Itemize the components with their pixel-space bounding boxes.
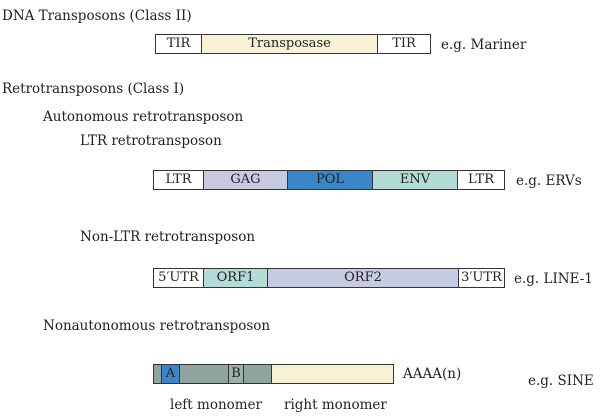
autonomous-heading: Autonomous retrotransposon: [43, 109, 244, 125]
left-monomer-tail-segment: [244, 365, 272, 383]
gag-segment: GAG: [204, 171, 288, 189]
sine-example: e.g. SINE: [528, 373, 594, 389]
tir-left-segment: TIR: [156, 35, 202, 53]
ltr-right-segment: LTR: [458, 171, 504, 189]
orf2-segment: ORF2: [268, 269, 459, 287]
ltr-left-segment: LTR: [154, 171, 204, 189]
tir-right-segment: TIR: [378, 35, 430, 53]
utr5-segment: 5′UTR: [154, 269, 204, 287]
ltr-retrotransposon-bar: LTR GAG POL ENV LTR: [153, 170, 505, 190]
retrotransposons-heading: Retrotransposons (Class I): [2, 81, 185, 97]
non-ltr-retrotransposon-bar: 5′UTR ORF1 ORF2 3′UTR: [153, 268, 505, 288]
utr3-segment: 3′UTR: [459, 269, 504, 287]
poly-a-tail-label: AAAA(n): [403, 366, 462, 382]
left-monomer-label: left monomer: [170, 397, 263, 413]
env-segment: ENV: [373, 171, 458, 189]
right-monomer-label: right monomer: [284, 397, 387, 413]
a-box-segment: A: [162, 365, 180, 383]
b-box-segment: B: [229, 365, 244, 383]
mariner-example: e.g. Mariner: [441, 37, 527, 53]
sine-left-edge-segment: [154, 365, 162, 383]
dna-transposons-heading: DNA Transposons (Class II): [2, 8, 192, 24]
orf1-segment: ORF1: [204, 269, 268, 287]
pol-segment: POL: [288, 171, 373, 189]
line1-example: e.g. LINE-1: [514, 271, 593, 287]
right-monomer-segment: [272, 365, 393, 383]
nonautonomous-heading: Nonautonomous retrotransposon: [43, 318, 271, 334]
non-ltr-heading: Non-LTR retrotransposon: [80, 229, 256, 245]
transposase-segment: Transposase: [202, 35, 378, 53]
dna-transposon-bar: TIR Transposase TIR: [155, 34, 431, 54]
sine-bar: A B: [153, 364, 394, 384]
ervs-example: e.g. ERVs: [516, 173, 582, 189]
left-monomer-body-segment: [180, 365, 229, 383]
ltr-heading: LTR retrotransposon: [80, 133, 222, 149]
